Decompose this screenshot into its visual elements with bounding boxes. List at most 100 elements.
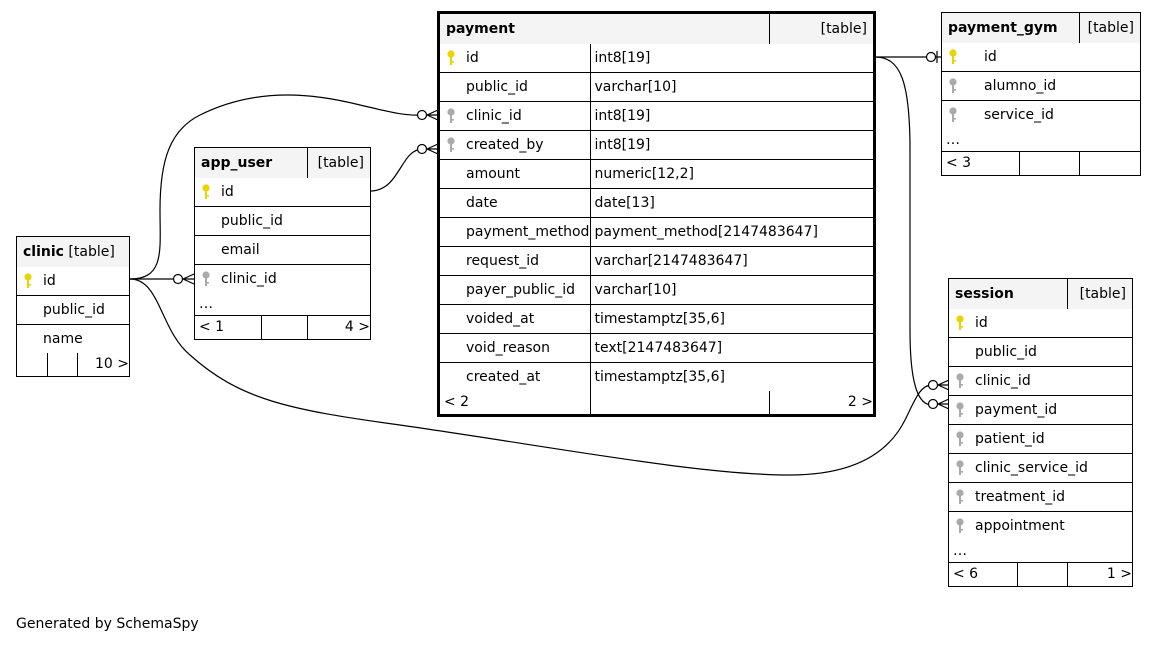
column-row[interactable]: alumno_id [942, 71, 1140, 101]
foreign-key-icon [955, 489, 969, 505]
column-row[interactable]: id [942, 43, 1140, 72]
column-type: text[2147483647] [589, 333, 873, 363]
foreign-key-icon [446, 137, 460, 153]
column-row[interactable]: request_id varchar[2147483647] [440, 246, 873, 276]
column-row[interactable]: patient_id [949, 424, 1132, 454]
ellipsis-row[interactable]: … [195, 293, 370, 316]
column-name-cell: public_id [17, 295, 129, 325]
column-name: alumno_id [984, 78, 1057, 94]
column-name-cell: payer_public_id [440, 275, 591, 305]
table-type-label: [table] [768, 14, 873, 44]
table-name: session [955, 286, 1014, 302]
column-name-cell: payment_id [949, 395, 1132, 425]
foreign-key-icon [446, 108, 460, 124]
column-row[interactable]: name [17, 324, 129, 353]
column-name-cell: service_id [942, 100, 1140, 129]
column-name: payment_method [466, 224, 590, 240]
table-header: payment [440, 14, 770, 44]
column-name: payment_id [975, 402, 1058, 418]
column-name: name [43, 331, 83, 347]
table-header: app_user [195, 148, 308, 178]
footer-credit: Generated by SchemaSpy [16, 616, 199, 632]
nav-prev[interactable]: < 6 [949, 561, 1018, 586]
column-row[interactable]: clinic_id [195, 264, 370, 293]
table-name: payment [446, 21, 515, 37]
column-name: service_id [984, 107, 1054, 123]
column-name: public_id [43, 302, 105, 318]
column-name: public_id [975, 344, 1037, 360]
column-name-cell: payment_method [440, 217, 591, 247]
nav-cell [46, 353, 78, 376]
column-name: clinic_id [466, 108, 522, 124]
nav-cell [1016, 561, 1068, 586]
foreign-key-icon [955, 431, 969, 447]
column-name-cell: id [195, 178, 370, 207]
column-name: patient_id [975, 431, 1045, 447]
column-name: request_id [466, 253, 539, 269]
column-row[interactable]: public_id [195, 206, 370, 236]
foreign-key-icon [955, 518, 969, 534]
edge-marker-zero [416, 143, 428, 155]
primary-key-icon [955, 315, 969, 331]
ellipsis-row[interactable]: … [949, 540, 1132, 563]
column-row[interactable]: payment_id [949, 395, 1132, 425]
column-name-cell: created_at [440, 362, 591, 391]
column-row[interactable]: clinic_service_id [949, 453, 1132, 483]
column-name-cell: id [942, 43, 1140, 72]
column-row[interactable]: id [195, 178, 370, 207]
nav-next[interactable]: 10 > [76, 353, 129, 376]
column-name-cell: name [17, 324, 129, 353]
foreign-key-icon [201, 271, 215, 287]
foreign-key-icon [955, 460, 969, 476]
column-name: id [221, 184, 234, 200]
nav-prev[interactable]: < 3 [942, 150, 1020, 175]
nav-cell [1078, 150, 1140, 175]
column-name-cell: patient_id [949, 424, 1132, 454]
column-row[interactable]: service_id [942, 100, 1140, 129]
column-name-cell: id [17, 267, 129, 296]
column-name-cell: date [440, 188, 591, 218]
edge-marker-crowfoot [182, 273, 195, 285]
column-row[interactable]: public_id [949, 337, 1132, 367]
column-name-cell: clinic_id [440, 101, 591, 131]
nav-next[interactable]: 2 > [768, 391, 873, 414]
column-name-cell: request_id [440, 246, 591, 276]
column-name-cell: clinic_id [949, 366, 1132, 396]
column-name-cell: clinic_service_id [949, 453, 1132, 483]
column-row[interactable]: id [17, 267, 129, 296]
column-row[interactable]: appointment [949, 511, 1132, 540]
ellipsis-row[interactable]: … [942, 129, 1140, 152]
nav-next[interactable]: 1 > [1066, 561, 1132, 586]
column-row[interactable]: treatment_id [949, 482, 1132, 512]
column-row[interactable]: email [195, 235, 370, 265]
column-name: treatment_id [975, 489, 1066, 505]
table-name: app_user [201, 155, 273, 171]
column-row[interactable]: public_id [17, 295, 129, 325]
nav-prev[interactable]: < 2 [440, 391, 591, 414]
column-row[interactable]: id [949, 309, 1132, 338]
nav-next[interactable]: 4 > [306, 314, 370, 339]
column-type: varchar[10] [589, 72, 873, 102]
nav-cell [1018, 150, 1080, 175]
column-name-cell: alumno_id [942, 71, 1140, 101]
nav-prev[interactable]: < 1 [195, 314, 262, 339]
column-type: varchar[2147483647] [589, 246, 873, 276]
column-row[interactable]: clinic_id [949, 366, 1132, 396]
column-name-cell: public_id [440, 72, 591, 102]
